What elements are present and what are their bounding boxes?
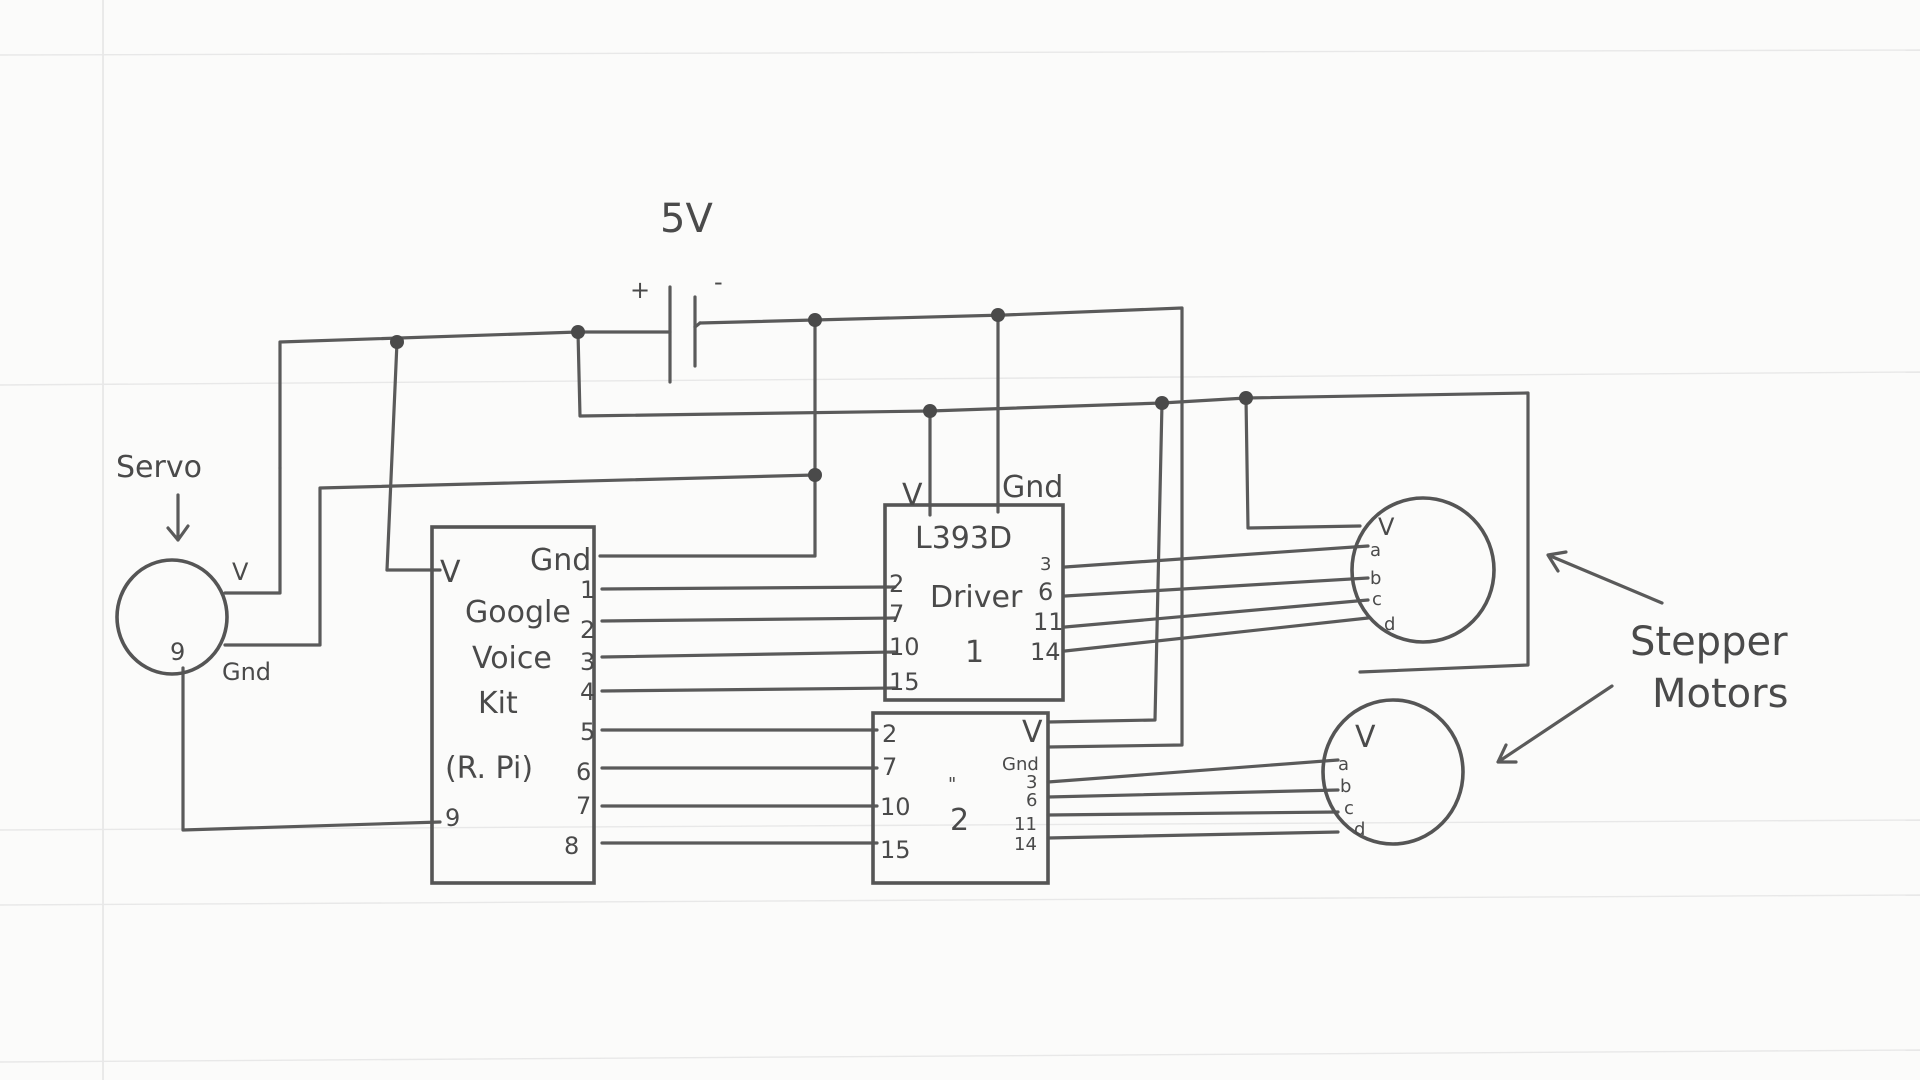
stepper-motor-2-pin-c: c: [1344, 798, 1354, 819]
driver-1-line2: Driver: [930, 580, 1023, 615]
voice-kit-pin-7: 7: [576, 792, 591, 820]
stepper-motor-2-pin-d: d: [1354, 819, 1365, 840]
stepper-arrow-top-icon: [1546, 550, 1664, 605]
servo: Servo V Gnd 9: [115, 450, 271, 686]
stepper-motor-2-pin-a: a: [1338, 754, 1349, 775]
driver-1-body: [883, 503, 1065, 702]
servo-title: Servo: [116, 450, 202, 485]
stepper-motor-1-body: [1350, 496, 1496, 644]
driver-1-number: 1: [965, 635, 984, 670]
driver-1-top-gnd: Gnd: [1002, 470, 1063, 505]
driver-2-number: 2: [950, 803, 969, 838]
stepper-motor-1: V a b c d: [1350, 496, 1496, 644]
voice-kit-pin-v: V: [440, 555, 461, 590]
driver-2-left-pin-15: 15: [880, 836, 911, 864]
stepper-motor-2-body: [1321, 698, 1465, 846]
voice-kit-body: [430, 525, 596, 885]
driver-1-left-pin-10: 10: [889, 633, 920, 661]
voice-kit-pin-2: 2: [580, 616, 595, 644]
driver-1-top-v: V: [902, 478, 923, 513]
driver-1-left-pin-2: 2: [889, 570, 904, 598]
voice-kit: V Gnd Google Voice Kit (R. Pi) 1 2 3 4 5…: [430, 525, 596, 885]
stepper-label: Stepper Motors: [1496, 550, 1788, 764]
stepper-label-line1: Stepper: [1630, 619, 1788, 665]
voice-kit-pin-8: 8: [564, 832, 579, 860]
driver-2-right-pin-3: 3: [1026, 772, 1037, 793]
battery: 5V + -: [630, 196, 723, 304]
driver-2-left-pin-2: 2: [882, 720, 897, 748]
servo-pin-v: V: [232, 558, 249, 586]
positive-rail: [278, 306, 1184, 749]
stepper-motor-2: V a b c d: [1321, 698, 1465, 846]
voice-kit-pin-3: 3: [580, 648, 595, 676]
voice-kit-line4: (R. Pi): [445, 751, 533, 786]
voice-kit-line1: Google: [465, 595, 571, 630]
stepper-motor-1-pin-a: a: [1370, 540, 1381, 561]
stepper-label-line2: Motors: [1652, 671, 1788, 717]
driver-2-right-pin-6: 6: [1026, 790, 1037, 811]
driver-1-line1: L393D: [915, 521, 1012, 556]
voice-kit-pin-4: 4: [580, 678, 595, 706]
driver-2-left-pin-10: 10: [880, 793, 911, 821]
voice-kit-pin-9: 9: [445, 804, 460, 832]
battery-voltage: 5V: [660, 196, 713, 242]
stepper-motor-2-pin-b: b: [1340, 776, 1351, 797]
driver-1-right-pin-3: 3: [1040, 554, 1051, 575]
servo-pin-gnd: Gnd: [222, 658, 271, 686]
driver-2-ditto: ": [948, 774, 956, 795]
voice-kit-pin-1: 1: [580, 576, 595, 604]
driver-1-left-pin-15: 15: [889, 668, 920, 696]
voice-kit-pin-gnd: Gnd: [530, 543, 591, 578]
servo-pin-9: 9: [170, 638, 185, 666]
driver-2: 2 7 10 15 " 2 V Gnd 3 6 11 14: [871, 711, 1050, 885]
battery-plus: +: [630, 276, 650, 304]
servo-body: [115, 558, 229, 676]
stepper-arrow-bottom-icon: [1496, 684, 1614, 764]
driver-2-right-pin-14: 14: [1014, 834, 1037, 855]
driver-1-right-pin-14: 14: [1030, 638, 1061, 666]
voice-kit-line3: Kit: [478, 686, 518, 721]
stepper-motor-2-pin-v: V: [1355, 720, 1376, 755]
stepper-motor-1-pin-b: b: [1370, 568, 1381, 589]
driver-1: V Gnd L393D Driver 1 2 7 10 15 3 6 11 14: [883, 470, 1065, 702]
driver-1-left-pin-7: 7: [889, 600, 904, 628]
driver-2-pin-v: V: [1022, 715, 1043, 750]
battery-minus: -: [714, 268, 723, 296]
wires: [181, 285, 1530, 845]
servo-arrow-icon: [166, 493, 190, 542]
voice-kit-line2: Voice: [472, 641, 552, 676]
driver-2-pin-gnd: Gnd: [1002, 754, 1039, 775]
driver-2-body: [871, 711, 1050, 885]
stepper-motor-1-pin-d: d: [1384, 614, 1395, 635]
driver-2-right-pin-11: 11: [1014, 814, 1037, 835]
voice-kit-pin-5: 5: [580, 718, 595, 746]
stepper-motor-1-pin-v: V: [1378, 513, 1395, 541]
driver-1-right-pin-6: 6: [1038, 578, 1053, 606]
voice-kit-pin-6: 6: [576, 758, 591, 786]
junction-dots: [390, 308, 1253, 482]
ground-rail: [576, 330, 1530, 674]
stepper-motor-1-pin-c: c: [1372, 589, 1382, 610]
driver-2-left-pin-7: 7: [882, 753, 897, 781]
driver-1-right-pin-11: 11: [1033, 608, 1064, 636]
